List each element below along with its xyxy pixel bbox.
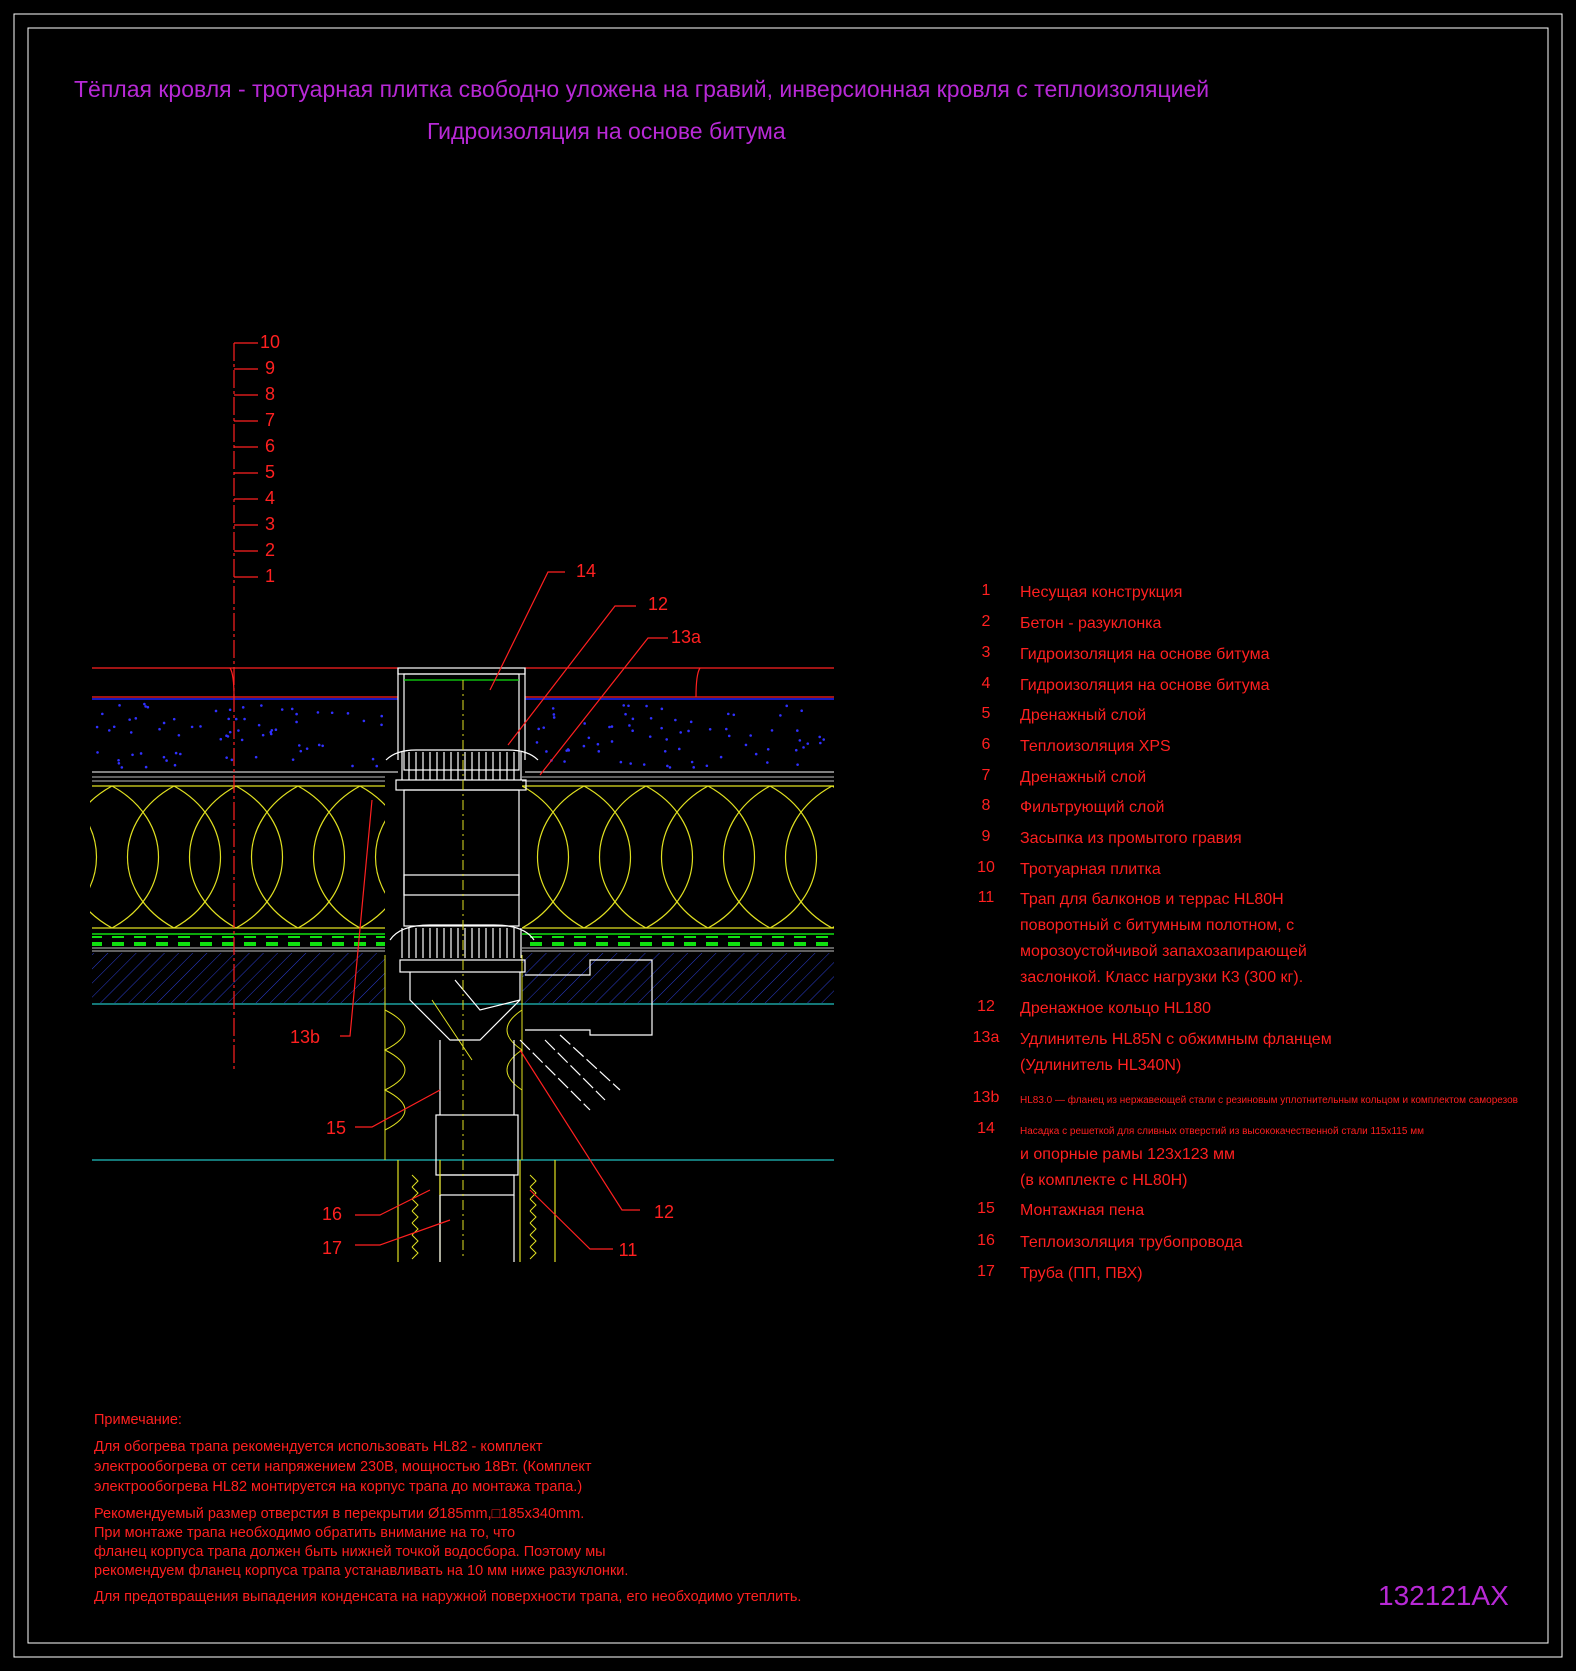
legend-text: Бетон - разуклонка [1020,615,1162,632]
drawing-code: 132121AX [1378,1580,1509,1611]
legend-text: (в комплекте с HL80H) [1020,1172,1188,1189]
legend-number: 13a [972,1029,1000,1046]
legend-number: 12 [977,998,995,1015]
legend-number: 16 [977,1232,995,1249]
legend-number: 4 [981,675,991,692]
filter-drainage-layers [92,776,834,782]
legend-number: 5 [981,705,991,722]
title-line-2: Гидроизоляция на основе битума [427,118,786,144]
callout-15: 15 [325,1118,347,1138]
layer-scale-label: 10 [259,332,281,352]
legend-number: 1 [981,582,991,599]
legend-text: (Удлинитель HL340N) [1020,1057,1182,1074]
legend-number: 11 [977,889,995,906]
callout-12-bottom: 12 [653,1202,675,1222]
legend-text: заслонкой. Класс нагрузки К3 (300 кг). [1020,969,1304,986]
legend-number: 2 [981,613,991,630]
xps-insulation [90,785,834,929]
bitumen-waterproofing [92,947,834,952]
legend-text: Гидроизоляция на основе битума [1020,677,1270,694]
layer-scale-label: 9 [264,358,275,378]
note-line: Рекомендуемый размер отверстия в перекры… [94,1506,585,1522]
outer-frame [13,13,1563,1658]
legend-number: 7 [981,767,991,784]
legend-number: 17 [977,1263,995,1280]
legend-number: 14 [977,1120,995,1137]
callout-14: 14 [575,561,597,581]
legend-number: 3 [981,644,991,661]
drain-assembly [385,667,653,1260]
legend-text: Фильтрующий слой [1020,799,1165,816]
note-line: электрообогрева HL82 монтируется на корп… [94,1479,583,1495]
legend-number: 10 [977,859,995,876]
callout-13b: 13b [289,1027,321,1047]
layer-scale-label: 7 [264,410,275,430]
legend-number: 13b [972,1089,1000,1106]
legend-text: Удлинитель HL85N с обжимным фланцем [1020,1031,1332,1048]
title-line-1: Тёплая кровля - тротуарная плитка свобод… [74,76,1210,102]
mounting-foam [383,955,523,1160]
callout-12-top: 12 [647,594,669,614]
callout-11: 11 [618,1240,638,1260]
legend-text: Монтажная пена [1020,1202,1145,1219]
layer-scale-label: 2 [264,540,275,560]
layer-scale-label: 1 [264,566,275,586]
legend-text: Трап для балконов и террас HL80H [1020,891,1284,908]
drainage-layer [92,933,834,946]
legend-text: поворотный с битумным полотном, с [1020,917,1295,934]
callout-17: 17 [321,1238,343,1258]
legend-text: Тротуарная плитка [1020,861,1161,878]
layer-scale-label: 5 [264,462,275,482]
note-line: При монтаже трапа необходимо обратить вн… [94,1525,516,1541]
legend-text: Несущая конструкция [1020,584,1183,601]
legend-number: 8 [981,797,991,814]
legend-number: 9 [981,828,991,845]
legend-number: 15 [977,1200,995,1217]
legend-text: Дренажное кольцо HL180 [1020,1000,1212,1017]
legend-text: Теплоизоляция трубопровода [1020,1234,1243,1251]
legend-text: Дренажный слой [1020,707,1147,724]
callout-16: 16 [321,1204,343,1224]
legend-text: Дренажный слой [1020,769,1147,786]
legend-text: Засыпка из промытого гравия [1020,830,1242,847]
callout-13a: 13a [670,627,702,647]
layer-scale-label: 6 [264,436,275,456]
layer-scale-label: 8 [264,384,275,404]
pipe-with-insulation [397,1160,556,1262]
note-line: Для предотвращения выпадения конденсата … [94,1589,802,1605]
concrete-screed [92,953,834,1003]
layer-scale-label: 3 [264,514,275,534]
layer-scale [233,342,258,1070]
note-line: электрообогрева от сети напряжением 230В… [94,1459,592,1475]
legend-text: HL83.0 — фланец из нержавеющей стали с р… [1020,1095,1518,1106]
note-line: Для обогрева трапа рекомендуется использ… [94,1439,543,1455]
legend-text: Гидроизоляция на основе битума [1020,646,1270,663]
layer-scale-label: 4 [264,488,275,508]
legend-text: морозоустойчивой запахозапирающей [1020,943,1307,960]
note-line: рекомендуем фланец корпуса трапа устанав… [94,1563,629,1579]
legend-text: Насадка с решеткой для сливных отверстий… [1020,1126,1424,1137]
inner-frame [27,27,1549,1644]
legend-text: Труба (ПП, ПВХ) [1020,1265,1143,1282]
legend-text: Теплоизоляция XPS [1020,738,1171,755]
leader-lines [340,571,668,1250]
legend-number: 6 [981,736,991,753]
note-line: фланец корпуса трапа должен быть нижней … [94,1544,606,1560]
note-line: Примечание: [94,1412,182,1428]
gravel-layer [92,698,834,773]
paving-tiles [92,667,834,698]
legend-text: и опорные рамы 123х123 мм [1020,1146,1235,1163]
